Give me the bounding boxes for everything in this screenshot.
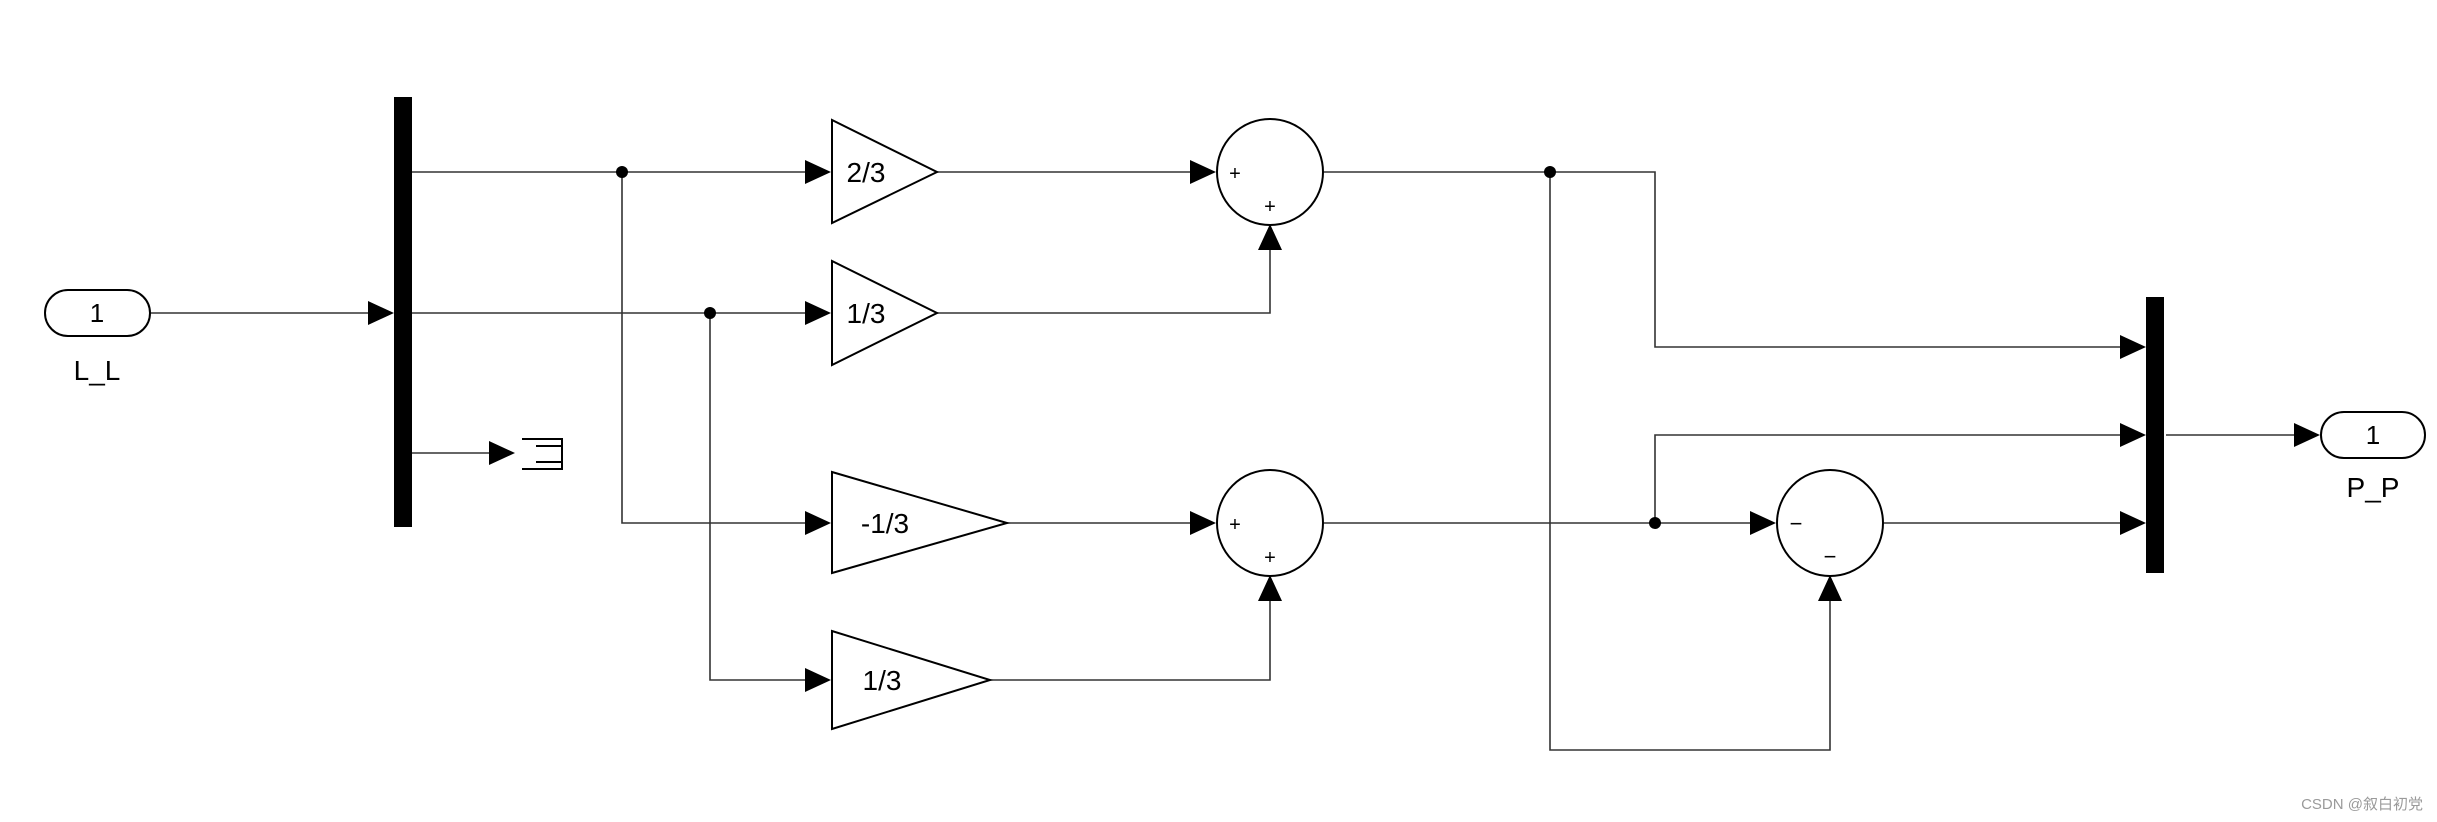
sum3-sign-bottom: − (1824, 544, 1837, 569)
wire-branch-out1[interactable] (621, 172, 805, 524)
junction-dot (1649, 517, 1661, 529)
sum-block-2[interactable]: + + (1216, 469, 1324, 577)
arrow-icon (805, 301, 831, 325)
arrow-icon (2120, 335, 2146, 359)
terminator-icon (522, 438, 563, 470)
arrow-icon (1190, 160, 1216, 184)
sum3-sign-left: − (1790, 511, 1803, 536)
gain-block-2[interactable]: 1/3 (831, 259, 940, 367)
gain-value-3: -1/3 (861, 508, 909, 539)
wire-sum1-out[interactable] (1324, 171, 2120, 348)
sum1-sign-left: + (1229, 163, 1241, 185)
wire-branch-out2[interactable] (709, 313, 805, 681)
gain-block-3[interactable]: -1/3 (831, 470, 1011, 575)
junction-dot (616, 166, 628, 178)
sum1-sign-bottom: + (1264, 196, 1276, 218)
arrow-icon (1190, 511, 1216, 535)
gain-value-1: 2/3 (847, 157, 886, 188)
arrow-icon (1258, 575, 1282, 601)
terminator-block[interactable] (522, 438, 563, 470)
wire-gain2-sum1[interactable] (937, 250, 1271, 314)
watermark-text: CSDN @叙白初党 (2301, 796, 2423, 813)
arrow-icon (805, 160, 831, 184)
outport-block[interactable]: 1 (2320, 411, 2426, 459)
arrow-icon (1750, 511, 1776, 535)
gain-block-1[interactable]: 2/3 (831, 118, 940, 225)
gain-block-4[interactable]: 1/3 (831, 629, 994, 731)
sum2-sign-left: + (1229, 514, 1241, 536)
arrow-icon (368, 301, 394, 325)
wire-sum2-branch-mux[interactable] (1654, 434, 2120, 523)
junction-dot (1544, 166, 1556, 178)
sum-block-1[interactable]: + + (1216, 118, 1324, 226)
arrow-icon (805, 668, 831, 692)
demux-block[interactable] (394, 97, 412, 527)
outport-name: P_P (2347, 472, 2400, 503)
sum2-sign-bottom: + (1264, 547, 1276, 569)
inport-block[interactable]: 1 (44, 289, 151, 337)
wire-sum1-branch-sum3[interactable] (1549, 172, 1831, 751)
gain-value-2: 1/3 (847, 298, 886, 329)
gain-value-4: 1/3 (863, 665, 902, 696)
mux-block[interactable] (2146, 297, 2164, 573)
arrow-icon (2120, 423, 2146, 447)
arrow-icon (1258, 224, 1282, 250)
outport-number: 1 (2366, 420, 2380, 450)
inport-name: L_L (74, 355, 121, 386)
inport-number: 1 (90, 298, 104, 328)
arrow-icon (805, 511, 831, 535)
arrow-icon (1818, 575, 1842, 601)
arrow-icon (489, 441, 515, 465)
wire-gain4-sum2[interactable] (990, 601, 1271, 681)
sum-block-3[interactable]: − − (1776, 469, 1884, 577)
junction-dot (704, 307, 716, 319)
arrow-icon (2120, 511, 2146, 535)
arrow-icon (2294, 423, 2320, 447)
